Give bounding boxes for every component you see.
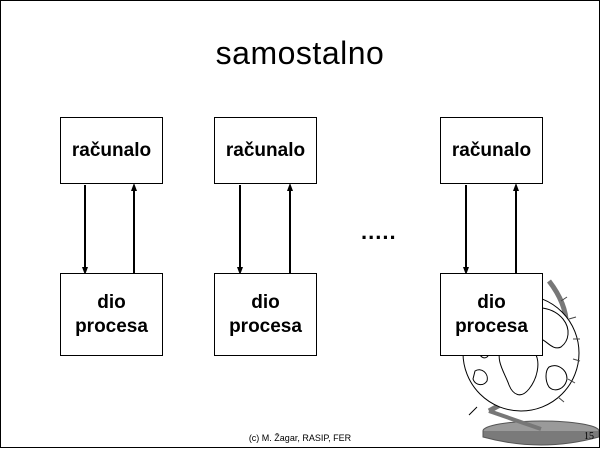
process-label-line2: procesa	[75, 315, 148, 337]
process-label-line1: dio	[477, 291, 506, 313]
footer-credit: (c) M. Žagar, RASIP, FER	[248, 433, 352, 443]
computer-label: računalo	[71, 139, 152, 161]
page-number: 15	[584, 431, 594, 442]
computer-label: računalo	[225, 139, 306, 161]
process-box-3: dio procesa	[440, 273, 543, 356]
slide-title: samostalno	[215, 35, 385, 71]
computer-box-2: računalo	[214, 117, 317, 184]
process-box-2: dio procesa	[214, 273, 317, 356]
process-label-line2: procesa	[455, 315, 528, 337]
computer-label: računalo	[451, 139, 532, 161]
process-label-line1: dio	[251, 291, 280, 313]
ellipsis: .....	[361, 219, 397, 244]
process-box-1: dio procesa	[60, 273, 163, 356]
process-label-line1: dio	[97, 291, 126, 313]
computer-box-1: računalo	[60, 117, 163, 184]
computer-box-3: računalo	[440, 117, 543, 184]
process-label-line2: procesa	[229, 315, 302, 337]
